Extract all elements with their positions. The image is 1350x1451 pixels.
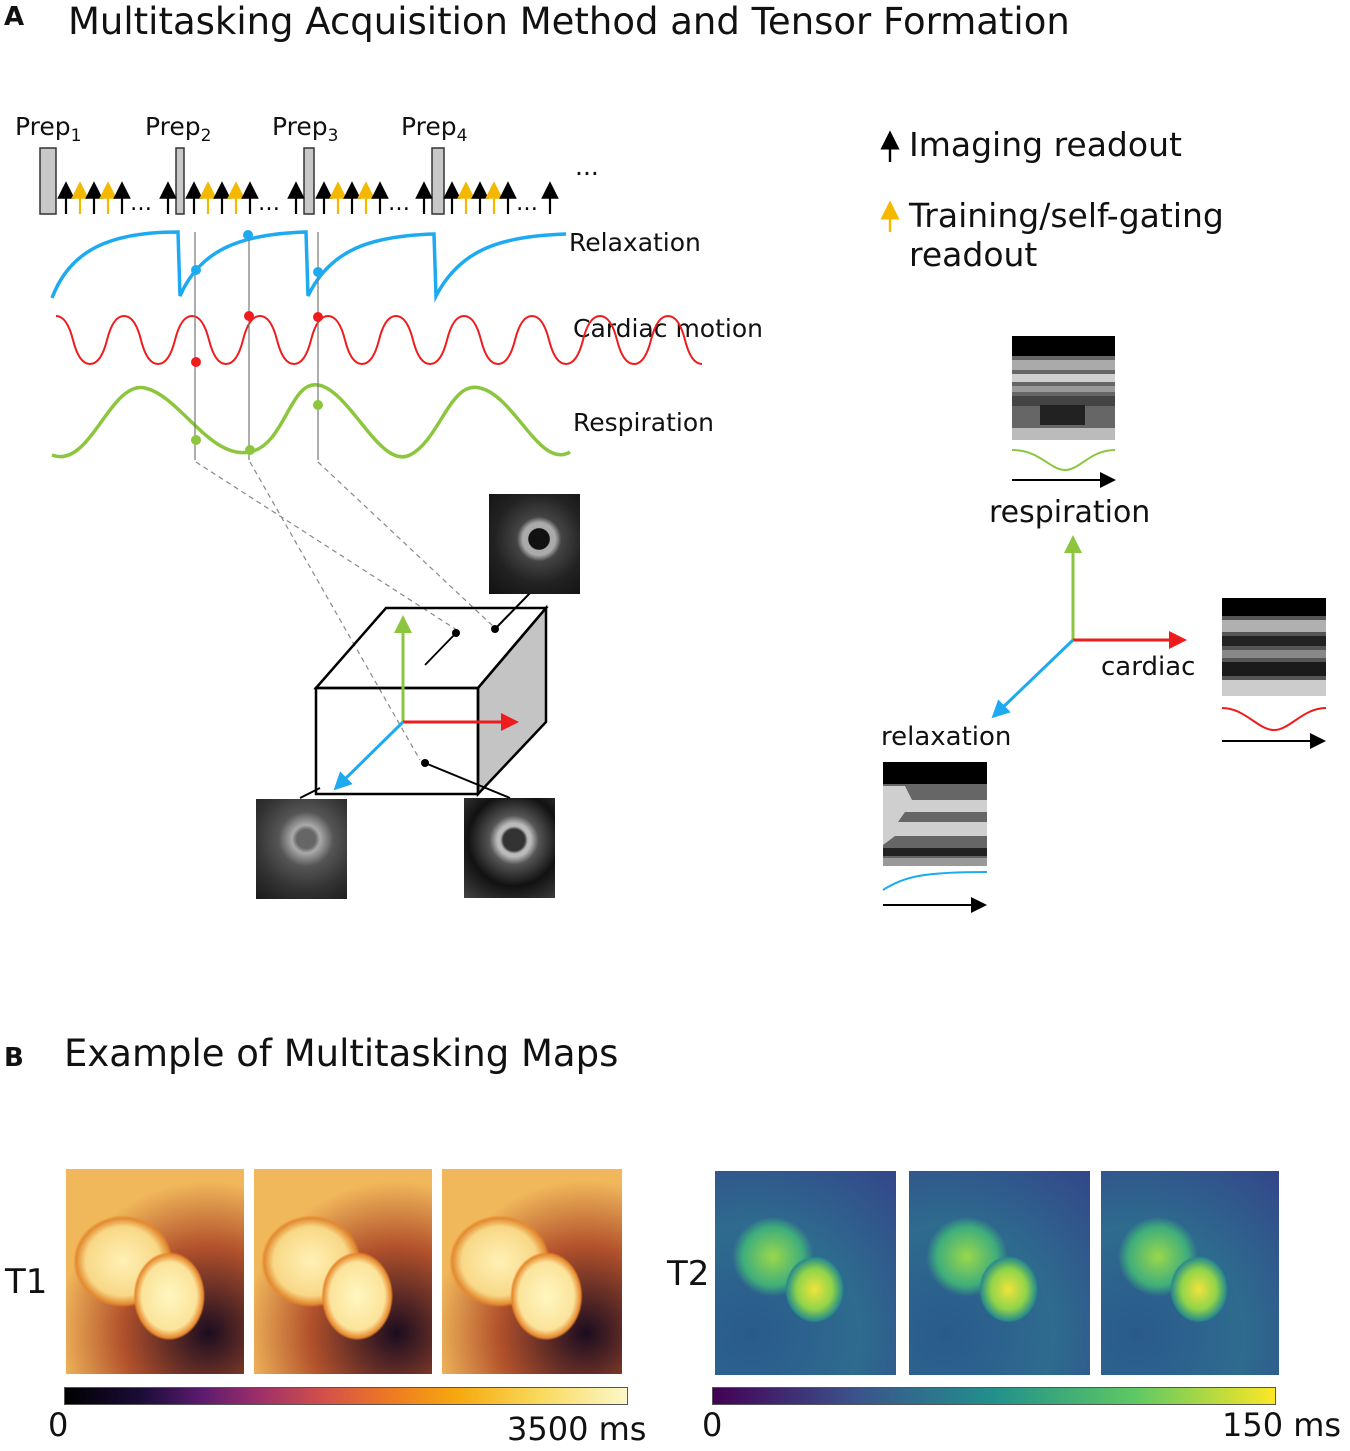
t2-map-1 (715, 1171, 896, 1375)
tensor-cube (313, 604, 549, 798)
cardiac-motion-label: Cardiac motion (573, 314, 763, 343)
prep-label-4: Prep4 (401, 112, 468, 146)
t2-map-3 (1101, 1171, 1279, 1375)
readout-arrows-3: … (315, 181, 433, 216)
mri-image-cardiac (464, 798, 555, 898)
image-pointer (424, 762, 511, 799)
readout-arrows-1: … (57, 181, 177, 216)
cube-axis-relaxation (333, 720, 405, 791)
panel-a-letter: A (4, 2, 25, 32)
svg-text:…: … (388, 191, 410, 216)
t1-label: T1 (5, 1262, 48, 1302)
legend-imaging-readout: Imaging readout (909, 125, 1182, 164)
t1-map-2 (254, 1169, 432, 1374)
t2-scale-min: 0 (702, 1406, 723, 1444)
sample-dot (313, 312, 323, 322)
prep-block-4 (431, 147, 445, 215)
mapping-line (249, 461, 421, 761)
svg-text:…: … (516, 191, 538, 216)
mri-image-respiration (489, 494, 580, 594)
acquisition-diagram: … … … … (39, 130, 1327, 913)
prep-label-2: Prep2 (145, 112, 212, 146)
sample-dot (313, 400, 323, 410)
relaxation-label: Relaxation (569, 228, 701, 257)
relaxation-curve (50, 230, 567, 303)
image-pointer (424, 632, 457, 666)
t2-map-2 (909, 1171, 1090, 1375)
cardiac-motion-curve (55, 314, 703, 366)
prep-label-3: Prep3 (272, 112, 339, 146)
respiration-mini-curve (1011, 449, 1116, 472)
prep-block-1 (39, 147, 57, 215)
sequence-ellipsis: ... (575, 152, 599, 181)
svg-text:…: … (130, 191, 152, 216)
mri-image-relaxation (256, 799, 347, 899)
sample-dot (244, 311, 254, 321)
svg-text:…: … (258, 191, 280, 216)
t1-map-3 (442, 1169, 622, 1374)
legend-training-readout: Training/self-gating readout (909, 196, 1224, 274)
panel-b-title: Example of Multitasking Maps (64, 1032, 619, 1075)
sample-dot (245, 445, 255, 455)
sample-dot (191, 435, 201, 445)
sample-dot (191, 265, 201, 275)
prep-label-1: Prep1 (15, 112, 82, 146)
axis-label-cardiac: cardiac (1101, 652, 1196, 682)
image-pointer (299, 787, 321, 799)
axis-relaxation-arrow (991, 638, 1075, 719)
t1-map-1 (66, 1169, 244, 1374)
panel-a-title: Multitasking Acquisition Method and Tens… (68, 0, 1070, 43)
t2-colorbar (712, 1387, 1276, 1405)
t2-scale-max: 150 ms (1222, 1406, 1342, 1444)
cardiac-mini-curve (1221, 707, 1327, 732)
relaxation-mini-curve (882, 871, 988, 891)
axis-label-respiration: respiration (989, 495, 1151, 530)
sample-dot (313, 267, 323, 277)
prep-block-2 (175, 147, 185, 215)
panel-b-letter: B (4, 1043, 24, 1073)
t1-scale-min: 0 (48, 1406, 69, 1444)
t2-label: T2 (667, 1254, 710, 1294)
respiration-curve (51, 383, 571, 459)
prep-block-3 (303, 147, 315, 215)
axis-label-relaxation: relaxation (881, 722, 1012, 752)
t1-colorbar (64, 1387, 628, 1405)
t1-scale-max: 3500 ms (507, 1410, 647, 1448)
sample-dot (243, 230, 253, 240)
image-pointer (494, 592, 531, 630)
readout-arrows-2: … (185, 181, 305, 216)
mapping-line (195, 461, 461, 633)
sample-dot (191, 357, 201, 367)
respiration-label: Respiration (573, 408, 714, 437)
readout-arrows-4: … (443, 181, 559, 216)
mapping-line (317, 461, 496, 629)
